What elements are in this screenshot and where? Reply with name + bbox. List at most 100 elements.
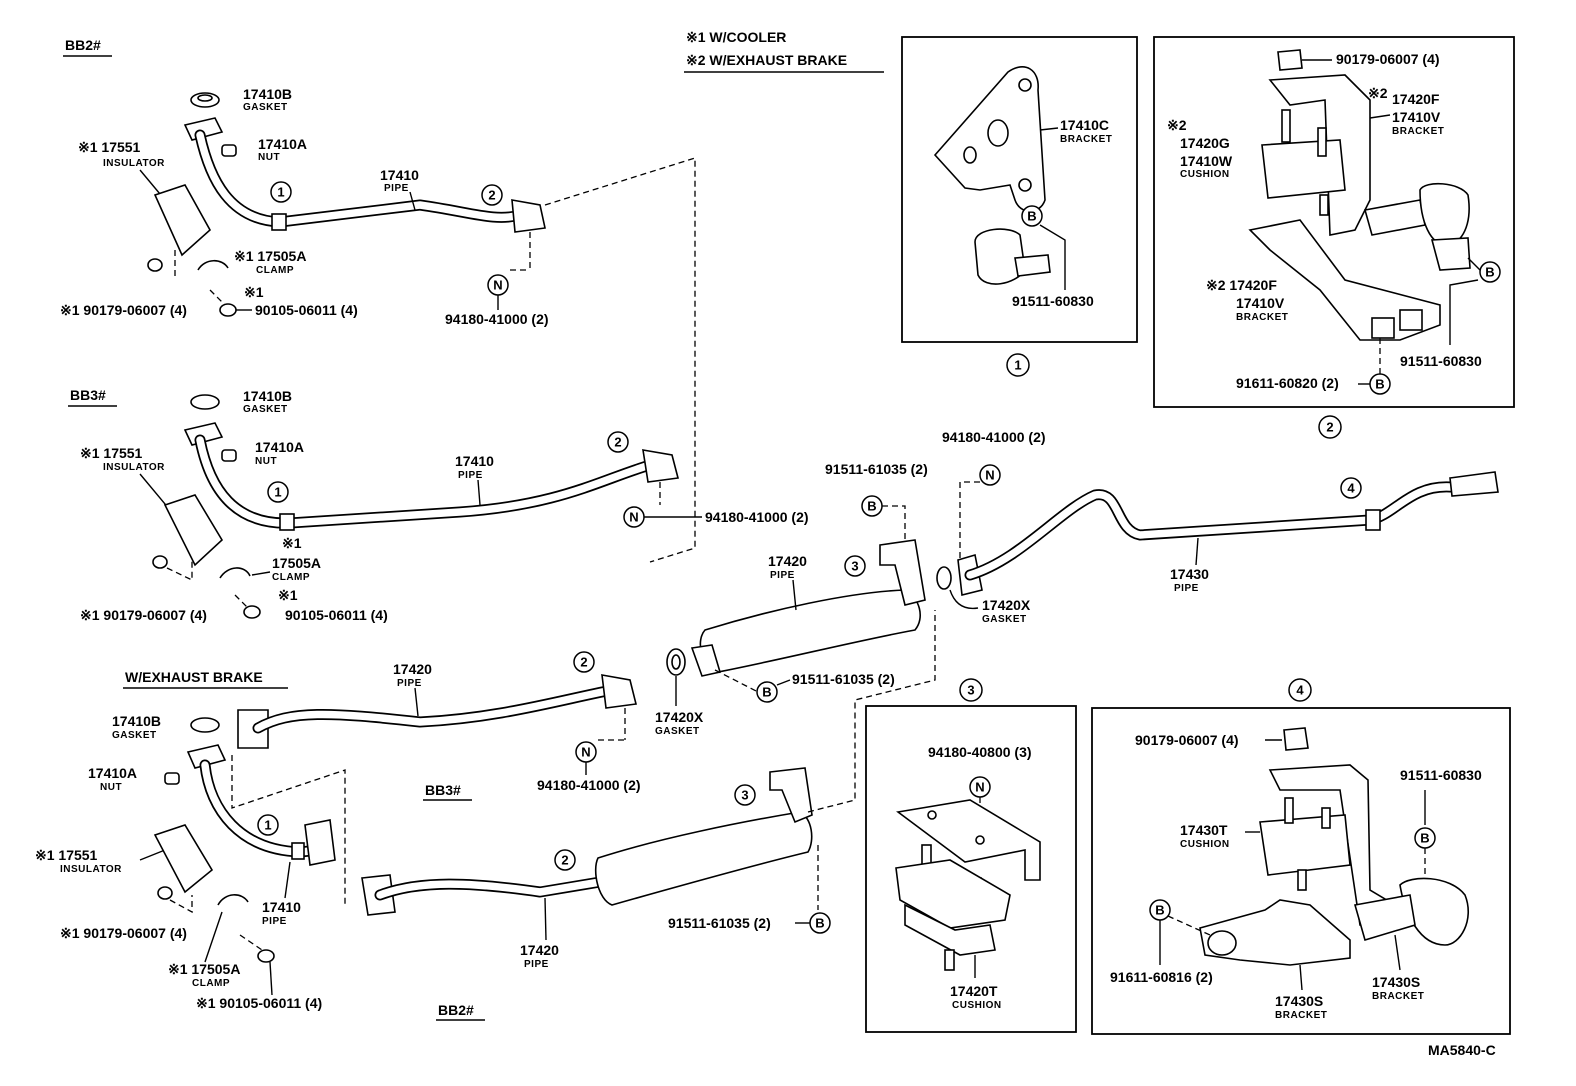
part-name-cushion: CUSHION [952,1000,1002,1011]
nut-part [1277,49,1303,71]
callout-1 [267,481,289,503]
bracket-hole [987,119,1009,147]
pipe-stub [1353,894,1416,941]
gasket-part [936,566,952,590]
cushion-block [1261,139,1346,199]
stud-bolt [1317,127,1327,157]
part-number-90179-06007: 90179-06007 (4) [1135,732,1239,748]
brake-flange [304,819,336,866]
part-name-bracket: BRACKET [1392,126,1444,137]
part-number-17420g: 17420G [1180,135,1230,151]
clamp-part [217,894,249,906]
part-number-17430t: 17430T [1180,822,1228,838]
mark-w-exhaust-brake: ※2 [1167,117,1187,133]
section-exhaust-brake: W/EXHAUST BRAKE 17420 PIPE 2 N 94180-410… [35,610,936,1021]
lower-mount-plate [904,903,996,956]
front-exhaust-pipe [196,436,654,527]
part-name-clamp: CLAMP [192,978,230,989]
leader-line [1039,127,1059,131]
pipe-outlet-flange [642,449,680,483]
callout-b-text: B [815,916,824,931]
callout-1-text: 1 [277,185,284,200]
note-w-cooler: ※1 W/COOLER [686,29,786,45]
bracket-bushing [1207,930,1237,956]
bracket-hole [927,810,937,820]
leader-line [949,589,979,610]
bracket-hole [975,835,985,845]
part-number-94180-41000: 94180-41000 (2) [445,311,549,327]
part-number-17410: 17410 [262,899,301,915]
part-name-gasket: GASKET [112,730,157,741]
part-number-17410c: 17410C [1060,117,1109,133]
tail-pipe [966,479,1494,579]
callout-2-text: 2 [488,188,495,203]
callout-n-text: N [493,278,502,293]
callout-n [979,464,1001,486]
cushion-block [1259,814,1351,876]
part-name-cushion: CUSHION [1180,169,1230,180]
clamp-part [197,259,229,271]
part-number-17430s: 17430S [1372,974,1420,990]
callout-2 [481,184,503,206]
part-number-17420f: 17420F [1392,91,1440,107]
part-number-17420: 17420 [520,942,559,958]
detail-frame [901,36,1138,343]
callout-4 [1340,477,1362,499]
leader-line [284,861,291,899]
callout-2 [1318,415,1342,439]
connection-guide [544,157,696,563]
part-name-gasket: GASKET [655,726,700,737]
callout-1-text: 1 [274,485,281,500]
part-number-17551: ※1 17551 [78,139,141,155]
part-number-17551: ※1 17551 [35,847,98,863]
part-name-bracket: BRACKET [1372,991,1424,1002]
connection-guide [807,610,936,813]
part-number-90105-06011: ※1 90105-06011 (4) [196,995,322,1011]
callout-n-text: N [629,510,638,525]
part-name-nut: NUT [255,456,277,467]
bracket-hole [1018,178,1032,192]
clamp-bolt-tab [1430,237,1471,271]
mark-w-cooler: ※1 [282,535,302,551]
bracket-hole [1018,78,1032,92]
leader-line [414,687,419,717]
callout-b-text: B [1420,831,1429,846]
note-w-exhaust-brake: ※2 W/EXHAUST BRAKE [686,52,847,68]
upper-mount-bracket [896,799,1041,881]
part-number-91511-60830: 91511-60830 [1400,767,1482,783]
gasket-part [190,394,220,410]
callout-2 [607,431,629,453]
part-name-bracket: BRACKET [1236,312,1288,323]
callout-b-text: B [1485,265,1494,280]
nut-part [157,886,173,900]
part-number-17420: 17420 [393,661,432,677]
dashed-guide [169,895,193,914]
callout-3 [844,555,866,577]
part-number-90105-06011: 90105-06011 (4) [255,302,358,318]
bolt-part [257,949,275,963]
callout-4-text: 4 [1347,481,1355,496]
callout-1 [257,814,279,836]
part-number-91511-60830: 91511-60830 [1400,353,1482,369]
leader-line [1467,257,1481,271]
clamp-bolt-tab [1014,254,1051,277]
part-name-clamp: CLAMP [256,265,294,276]
part-number-17420x: 17420X [982,597,1031,613]
stud-bolt [1321,807,1331,829]
nut-part [1283,727,1309,751]
nut-part [221,449,237,462]
part-number-17410a: 17410A [258,136,307,152]
dashed-guide [239,934,263,951]
stud-bolt [1281,109,1291,143]
detail-frame [1091,707,1511,1035]
part-number-17410v: 17410V [1236,295,1285,311]
callout-b-text: B [1375,377,1384,392]
muffler-inlet-pipe [376,878,604,899]
leader-line [1195,537,1199,566]
nut-part [152,555,168,569]
gasket-hole [671,654,681,670]
part-name-insulator: INSULATOR [103,462,165,473]
part-number-17420: 17420 [768,553,807,569]
part-name-pipe: PIPE [524,959,549,970]
part-name-pipe: PIPE [384,183,409,194]
